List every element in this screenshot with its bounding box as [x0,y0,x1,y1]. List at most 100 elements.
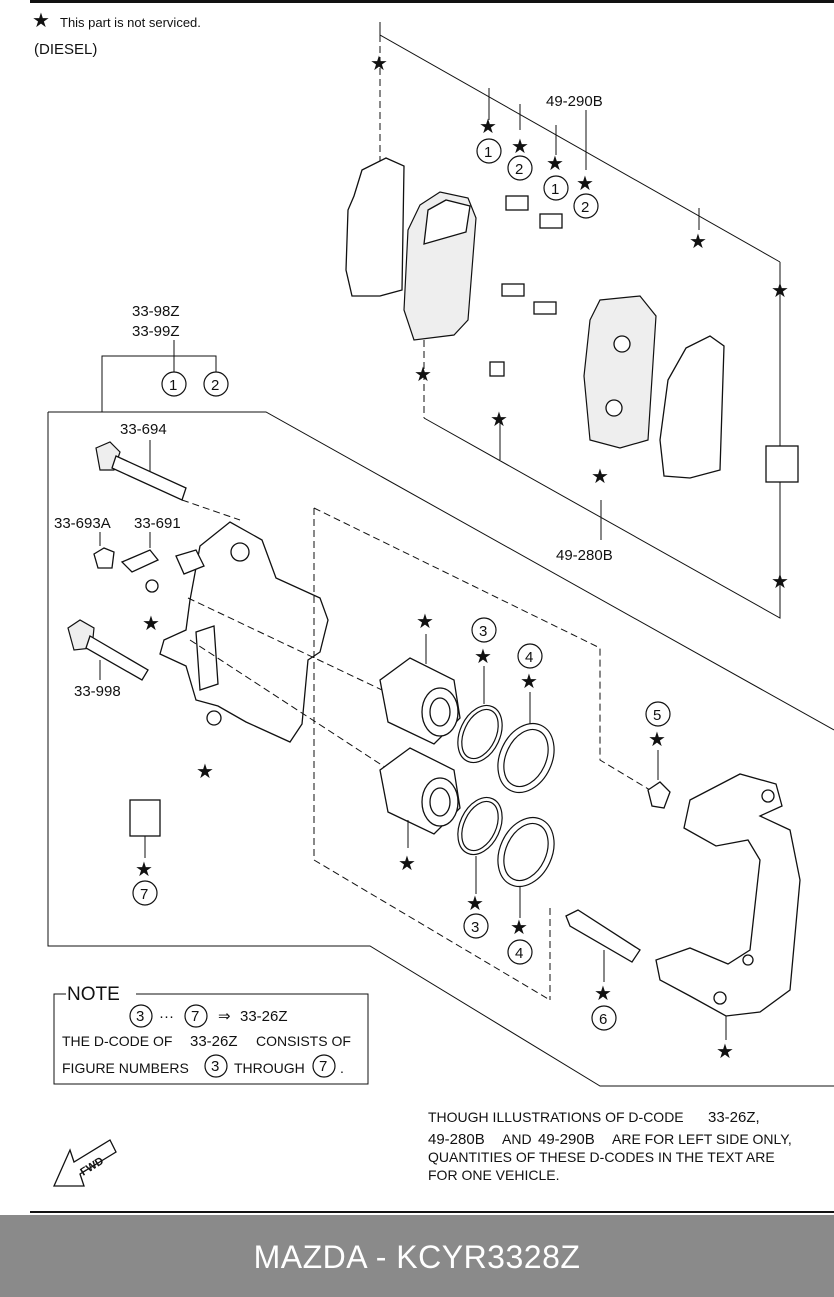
circle-number: 1 [476,138,502,164]
star-icon: ★ [398,851,416,875]
guide-bolt-lower [67,619,149,681]
circle-number: 4 [507,939,533,965]
svg-text:⇒: ⇒ [218,1008,231,1025]
svg-text:33-26Z: 33-26Z [190,1033,238,1050]
callout-49-280b: 49-280B [556,547,613,564]
svg-text:3: 3 [471,919,479,936]
svg-text:1: 1 [551,181,559,198]
circle-number: 5 [645,701,671,727]
note-box: NOTE 3 ··· 7 ⇒ 33-26Z THE D-CODE OF 33-2… [53,984,369,1085]
circle-number: 2 [507,155,533,181]
svg-text:49-290B: 49-290B [538,1131,595,1148]
svg-text:3: 3 [211,1058,219,1075]
star-icon: ★ [716,1039,734,1063]
clip-part [489,361,505,377]
caliper-kit-bracket [101,340,217,412]
svg-text:3: 3 [479,623,487,640]
svg-text:FIGURE NUMBERS: FIGURE NUMBERS [62,1060,189,1076]
svg-text:QUANTITIES OF THESE D-CODES IN: QUANTITIES OF THESE D-CODES IN THE TEXT … [428,1149,775,1165]
callout-33-694: 33-694 [120,421,167,438]
svg-text:ARE FOR LEFT SIDE ONLY,: ARE FOR LEFT SIDE ONLY, [612,1131,792,1147]
piston-seal [457,796,503,856]
bleeder-cap [93,547,115,569]
circle-number: 3 [471,617,497,643]
brake-caliper-diagram: ★ This part is not serviced. (DIESEL) 49… [30,8,834,1213]
star-icon: ★ [771,278,789,302]
caliper-outline [48,411,834,731]
star-icon: ★ [466,891,484,915]
circle-number: 7 [132,880,158,906]
star-icon: ★ [771,569,789,593]
guide-pin [565,909,641,963]
note-title: NOTE [67,984,120,1005]
circle-number: 3 [463,913,489,939]
callout-33-998: 33-998 [74,683,121,700]
forward-arrow-icon: FWD [52,1139,117,1187]
circle-number: 2 [203,371,229,397]
star-icon: ★ [591,464,609,488]
circle-number: 1 [161,371,187,397]
svg-text:4: 4 [515,945,523,962]
circle-number: 2 [573,193,599,219]
svg-text:49-280B: 49-280B [428,1131,485,1148]
svg-text:4: 4 [525,649,533,666]
footer-bar: MAZDA - KCYR3328Z [0,1215,834,1297]
svg-text:7: 7 [319,1058,327,1075]
svg-text:33-26Z: 33-26Z [240,1008,288,1025]
callout-49-290b: 49-290B [546,93,603,110]
svg-text:FOR ONE VEHICLE.: FOR ONE VEHICLE. [428,1167,559,1183]
svg-text:AND: AND [502,1131,532,1147]
star-icon: ★ [479,114,497,138]
svg-text:6: 6 [599,1011,607,1028]
star-icon: ★ [370,51,388,75]
dust-boot [497,816,555,888]
assembly-guide [313,508,551,1001]
star-icon: ★ [546,151,564,175]
legend-text: This part is not serviced. [60,15,201,30]
star-icon: ★ [490,407,508,431]
pad-kit-outline [379,22,781,619]
top-rule [30,0,834,3]
svg-text:THROUGH: THROUGH [234,1060,305,1076]
callout-33-691: 33-691 [134,515,181,532]
pad-shim-outer [345,157,405,297]
piston-upper [379,657,461,745]
star-icon: ★ [414,362,432,386]
wear-indicator [765,445,799,483]
wear-indicator-spare [129,799,161,837]
plug-part [145,579,159,593]
svg-text:.: . [340,1060,344,1076]
svg-text:1: 1 [484,144,492,161]
circle-number: 6 [591,1005,617,1031]
bottom-note: THOUGH ILLUSTRATIONS OF D-CODE 33-26Z, 4… [428,1109,792,1183]
star-icon: ★ [142,611,160,635]
piston-seal [457,704,503,764]
footer-title: MAZDA - KCYR3328Z [253,1239,581,1275]
legend-star-icon: ★ [32,8,50,32]
variant-label: (DIESEL) [34,41,97,58]
star-icon: ★ [689,229,707,253]
svg-text:···: ··· [159,1008,174,1025]
svg-text:THE D-CODE OF: THE D-CODE OF [62,1033,172,1049]
dust-boot [497,722,555,794]
clip-part [501,283,525,297]
star-icon: ★ [576,171,594,195]
svg-text:7: 7 [191,1008,199,1025]
star-icon: ★ [594,981,612,1005]
brake-pad-inner [583,295,657,449]
callout-33-693a: 33-693A [54,515,111,532]
clip-part [533,301,557,315]
svg-text:33-26Z,: 33-26Z, [708,1109,760,1126]
piston-lower [379,747,461,835]
svg-text:THOUGH ILLUSTRATIONS OF D-CODE: THOUGH ILLUSTRATIONS OF D-CODE [428,1109,684,1125]
circle-number: 1 [543,175,569,201]
circle-number: 4 [517,643,543,669]
svg-text:5: 5 [653,707,661,724]
svg-text:3: 3 [136,1008,144,1025]
star-icon: ★ [648,727,666,751]
star-icon: ★ [474,644,492,668]
star-icon: ★ [510,915,528,939]
star-icon: ★ [520,669,538,693]
svg-text:2: 2 [515,161,523,178]
guide-bolt-upper [95,440,187,501]
